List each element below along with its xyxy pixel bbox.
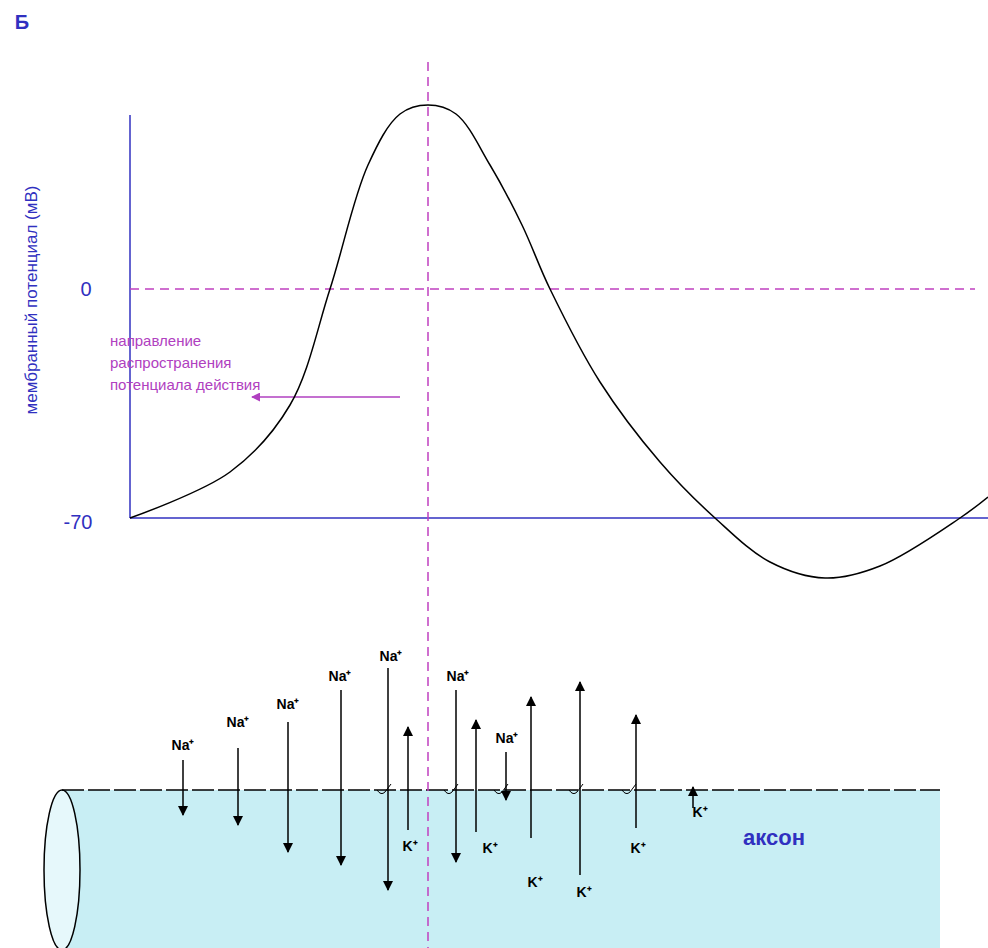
sodium-arrow — [387, 668, 389, 890]
y-axis — [129, 115, 131, 518]
tick-label: -70 — [64, 511, 93, 534]
ion-label: Na⁺ — [172, 737, 195, 753]
ion-channel — [569, 784, 583, 794]
ion-channel — [377, 784, 391, 794]
ion-label: K⁺ — [402, 838, 417, 854]
peak-line — [427, 62, 429, 948]
ion-label: Na⁺ — [380, 648, 403, 664]
potassium-arrow — [579, 682, 581, 875]
sodium-arrow — [455, 690, 457, 862]
potassium-arrow — [475, 720, 477, 832]
ion-label: Na⁺ — [227, 714, 250, 730]
ion-label: Na⁺ — [277, 696, 300, 712]
ion-channel — [622, 784, 636, 794]
zero-line — [130, 288, 975, 290]
sodium-arrow — [340, 690, 342, 865]
sodium-arrow — [505, 752, 507, 800]
axis-title: мембранный потенциал (мВ) — [22, 186, 42, 415]
ion-label: K⁺ — [630, 840, 645, 856]
ion-channel — [444, 784, 458, 794]
ion-label: K⁺ — [576, 884, 591, 900]
potassium-arrow — [407, 727, 409, 830]
ion-channel — [494, 784, 508, 794]
ion-label: K⁺ — [482, 840, 497, 856]
axon-label: аксон — [743, 825, 805, 851]
axon-cylinder — [44, 790, 940, 948]
direction-arrow — [252, 396, 400, 398]
ion-label: Na⁺ — [447, 668, 470, 684]
direction-note: направление распространения потенциала д… — [110, 330, 270, 396]
tick-label: 0 — [80, 278, 91, 301]
ion-label: K⁺ — [527, 874, 542, 890]
potassium-arrow — [530, 697, 532, 838]
panel-letter: Б — [15, 11, 29, 34]
ion-label: Na⁺ — [329, 668, 352, 684]
sodium-arrow — [287, 722, 289, 852]
axon-region: аксон — [739, 823, 809, 853]
rest-line — [130, 517, 988, 519]
sodium-arrow — [237, 748, 239, 825]
sodium-arrow — [182, 760, 184, 815]
ion-label: Na⁺ — [496, 730, 519, 746]
potassium-arrow — [635, 715, 637, 828]
ion-label: K⁺ — [692, 804, 707, 820]
action-potential-curve — [130, 105, 988, 578]
